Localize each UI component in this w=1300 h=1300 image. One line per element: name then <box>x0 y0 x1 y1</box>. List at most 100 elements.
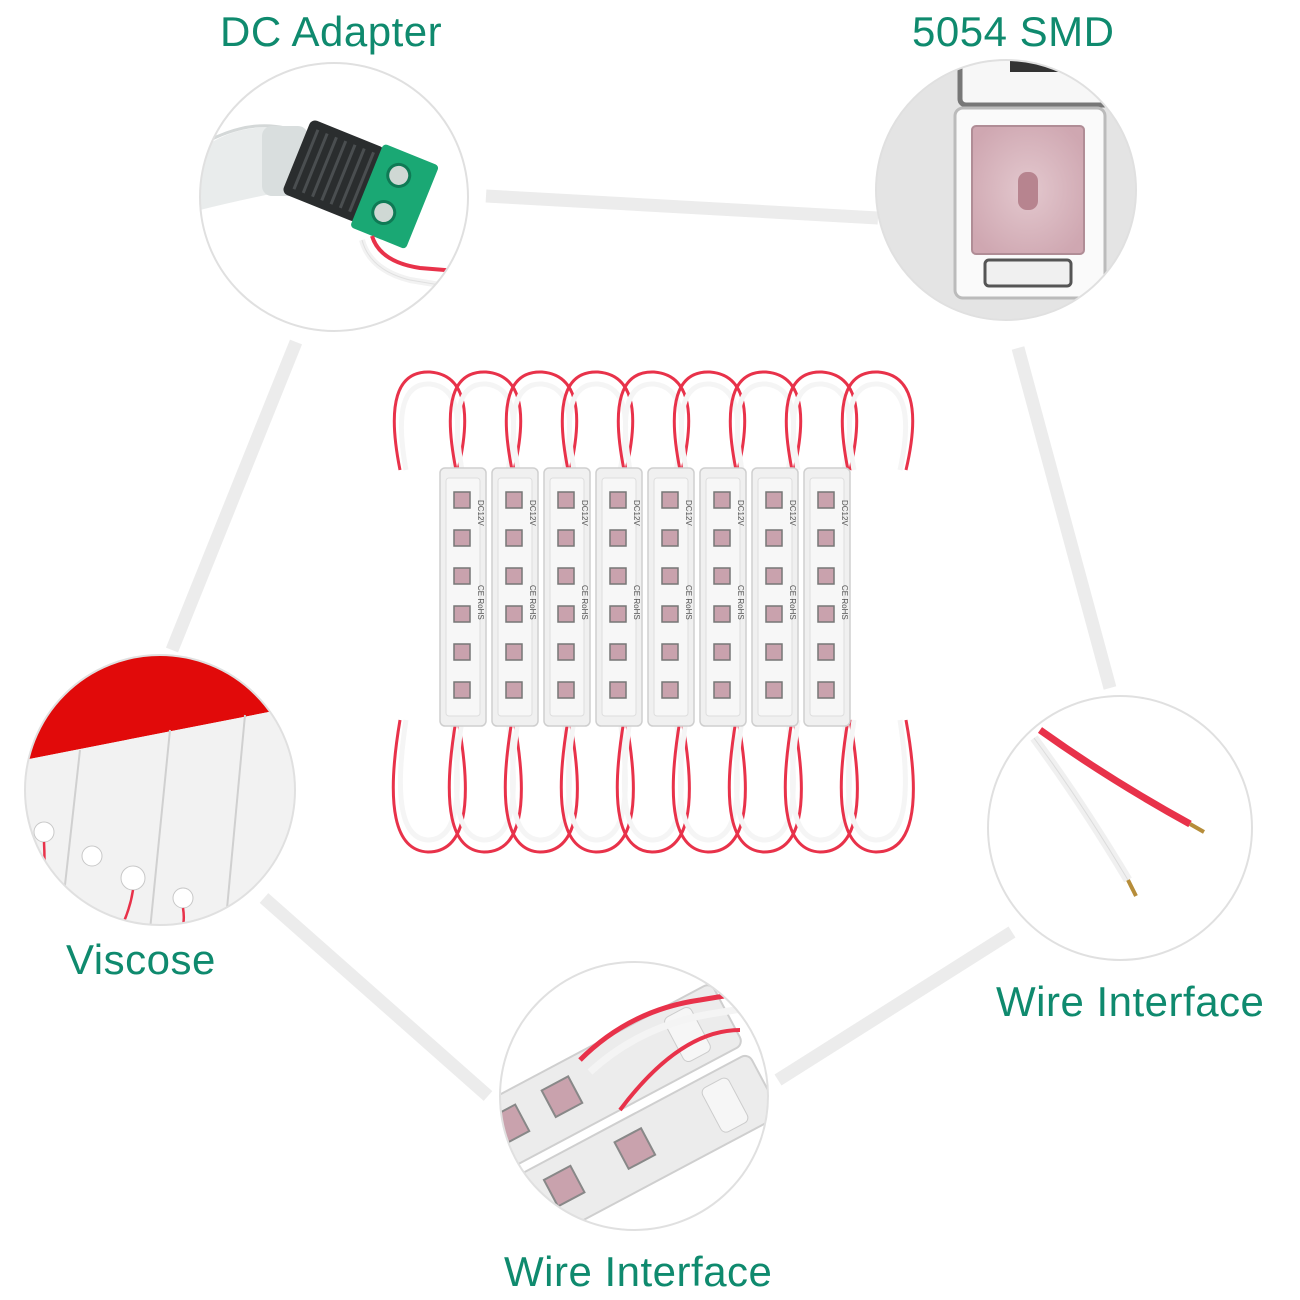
led-chip <box>713 567 731 585</box>
top-wire-loop <box>616 370 691 471</box>
ce-rohs-print: CE RoHS <box>684 585 693 620</box>
led-chip <box>557 681 575 699</box>
ce-rohs-print: CE RoHS <box>476 585 485 620</box>
wire-interface-right-label: Wire Interface <box>996 978 1265 1025</box>
top-wire-loop <box>840 370 915 471</box>
led-module: DC12V CE RoHS <box>803 467 851 727</box>
led-module: DC12V CE RoHS <box>699 467 747 727</box>
ce-rohs-print: CE RoHS <box>840 585 849 620</box>
led-chip <box>713 605 731 623</box>
led-chip <box>661 605 679 623</box>
smd-label: 5054 SMD <box>912 8 1115 55</box>
ce-rohs-print: CE RoHS <box>736 585 745 620</box>
voltage-print: DC12V <box>528 500 537 526</box>
led-chip <box>765 567 783 585</box>
led-chip <box>713 529 731 547</box>
led-chip <box>661 491 679 509</box>
module-board <box>549 477 585 717</box>
top-wire-loop <box>560 370 635 471</box>
voltage-print: DC12V <box>580 500 589 526</box>
led-chip <box>505 605 523 623</box>
led-chip <box>557 605 575 623</box>
bottom-wire-loop <box>839 719 915 854</box>
top-wire-loop <box>392 370 467 471</box>
ce-rohs-print: CE RoHS <box>528 585 537 620</box>
module-board <box>757 477 793 717</box>
led-chip <box>609 491 627 509</box>
led-chip <box>453 529 471 547</box>
led-chip <box>661 529 679 547</box>
bottom-wire-loop <box>783 719 859 854</box>
ce-rohs-print: CE RoHS <box>788 585 797 620</box>
led-chip <box>765 529 783 547</box>
led-chip <box>661 643 679 661</box>
led-chip <box>817 567 835 585</box>
led-chip <box>765 681 783 699</box>
led-module: DC12V CE RoHS <box>491 467 539 727</box>
led-chip <box>713 681 731 699</box>
voltage-print: DC12V <box>476 500 485 526</box>
led-chip <box>505 681 523 699</box>
led-chip <box>453 643 471 661</box>
led-chip <box>817 491 835 509</box>
voltage-print: DC12V <box>632 500 641 526</box>
voltage-print: DC12V <box>788 500 797 526</box>
led-chip <box>609 529 627 547</box>
dc-adapter-photo <box>199 62 469 332</box>
module-board <box>497 477 533 717</box>
led-chip <box>453 681 471 699</box>
bottom-wire-loop <box>559 719 635 854</box>
connector-lines <box>165 189 1117 1101</box>
voltage-print: DC12V <box>736 500 745 526</box>
ce-rohs-print: CE RoHS <box>580 585 589 620</box>
led-chip <box>765 643 783 661</box>
led-module: DC12V CE RoHS <box>751 467 799 727</box>
led-chip <box>661 567 679 585</box>
dc-adapter-label: DC Adapter <box>220 8 443 55</box>
bottom-wire-loop <box>391 719 467 854</box>
led-chip <box>609 567 627 585</box>
ce-rohs-print: CE RoHS <box>632 585 641 620</box>
wire-interface-bottom-label: Wire Interface <box>504 1248 773 1295</box>
led-chip <box>557 529 575 547</box>
led-chip <box>505 529 523 547</box>
bottom-wire-loop <box>671 719 747 854</box>
bottom-wire-loop <box>503 719 579 854</box>
led-chip <box>713 491 731 509</box>
bottom-wire-loop-white <box>845 719 908 843</box>
voltage-print: DC12V <box>840 500 849 526</box>
module-board <box>601 477 637 717</box>
bottom-wire-loop <box>447 719 523 854</box>
module-wire-closeup-photo <box>499 961 769 1231</box>
led-chip <box>609 643 627 661</box>
led-module: DC12V CE RoHS <box>543 467 591 727</box>
led-chip <box>661 681 679 699</box>
bottom-wire-loop <box>727 719 803 854</box>
led-chip <box>453 605 471 623</box>
led-chip <box>609 681 627 699</box>
led-module: DC12V CE RoHS <box>595 467 643 727</box>
led-chip <box>765 491 783 509</box>
top-wire-loop-white <box>846 381 909 471</box>
led-chip <box>505 643 523 661</box>
top-wire-loop <box>448 370 523 471</box>
top-wire-loop <box>504 370 579 471</box>
led-chip <box>765 605 783 623</box>
wire-ends-photo <box>987 695 1253 961</box>
led-module: DC12V CE RoHS <box>439 467 487 727</box>
top-wire-loop <box>784 370 859 471</box>
top-wire-loop <box>728 370 803 471</box>
led-chip <box>817 681 835 699</box>
led-chip <box>817 643 835 661</box>
viscose-label: Viscose <box>66 936 216 983</box>
module-board <box>705 477 741 717</box>
led-module-cluster: DC12V CE RoHS DC12V CE RoHS DC12V CE RoHS DC12… <box>391 370 915 854</box>
module-board <box>445 477 481 717</box>
led-chip <box>557 567 575 585</box>
led-chip <box>557 643 575 661</box>
smd-closeup-photo <box>875 59 1137 321</box>
led-chip <box>557 491 575 509</box>
